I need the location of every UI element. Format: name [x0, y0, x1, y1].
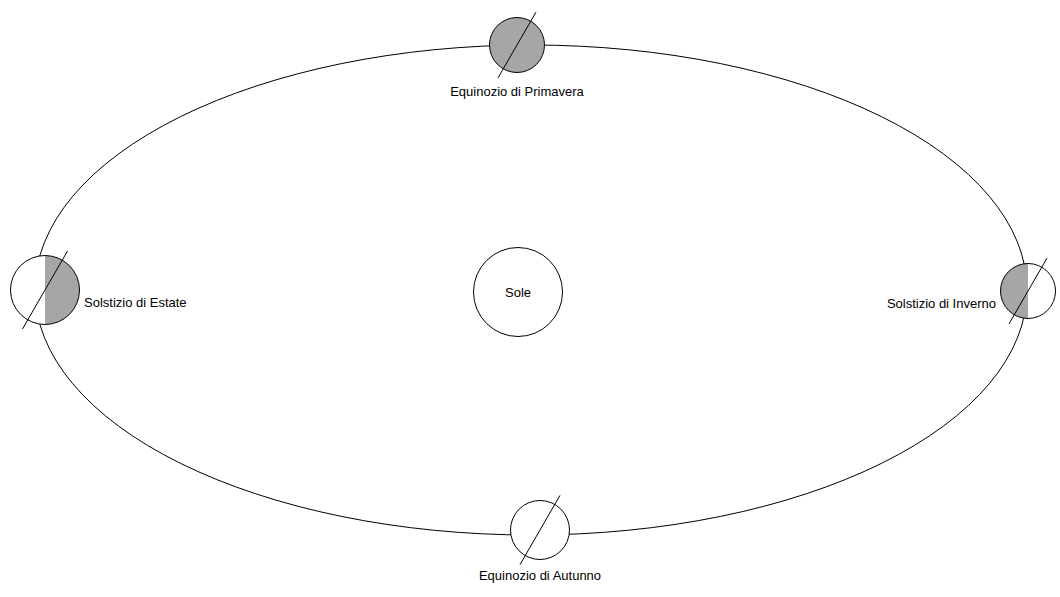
earth-shape	[489, 17, 545, 73]
season-label: Equinozio di Autunno	[479, 568, 601, 583]
season-label: Solstizio di Inverno	[887, 296, 996, 311]
earth-shape	[1000, 263, 1056, 319]
disc	[474, 248, 563, 337]
earth-axis	[1009, 258, 1047, 324]
circle-outline	[474, 248, 563, 337]
orbit-ellipse	[35, 45, 1027, 535]
night-half	[1001, 264, 1029, 319]
earth-shape	[10, 255, 80, 325]
earth-axis	[23, 251, 68, 329]
earth-circle: Equinozio di Autunno	[510, 500, 570, 560]
earth-axis	[520, 495, 560, 564]
earth-axis	[498, 12, 536, 78]
sun-label: Sole	[505, 285, 531, 300]
season-label: Solstizio di Estate	[84, 295, 187, 310]
earth-circle: Equinozio di Primavera	[489, 17, 545, 73]
season-label: Equinozio di Primavera	[450, 84, 584, 99]
earth-circle: Solstizio di Inverno	[1000, 263, 1056, 319]
earth-shape	[510, 500, 570, 560]
night-half	[45, 256, 80, 325]
earth-circle: Solstizio di Estate	[10, 255, 80, 325]
sun-circle: Sole	[473, 247, 563, 337]
